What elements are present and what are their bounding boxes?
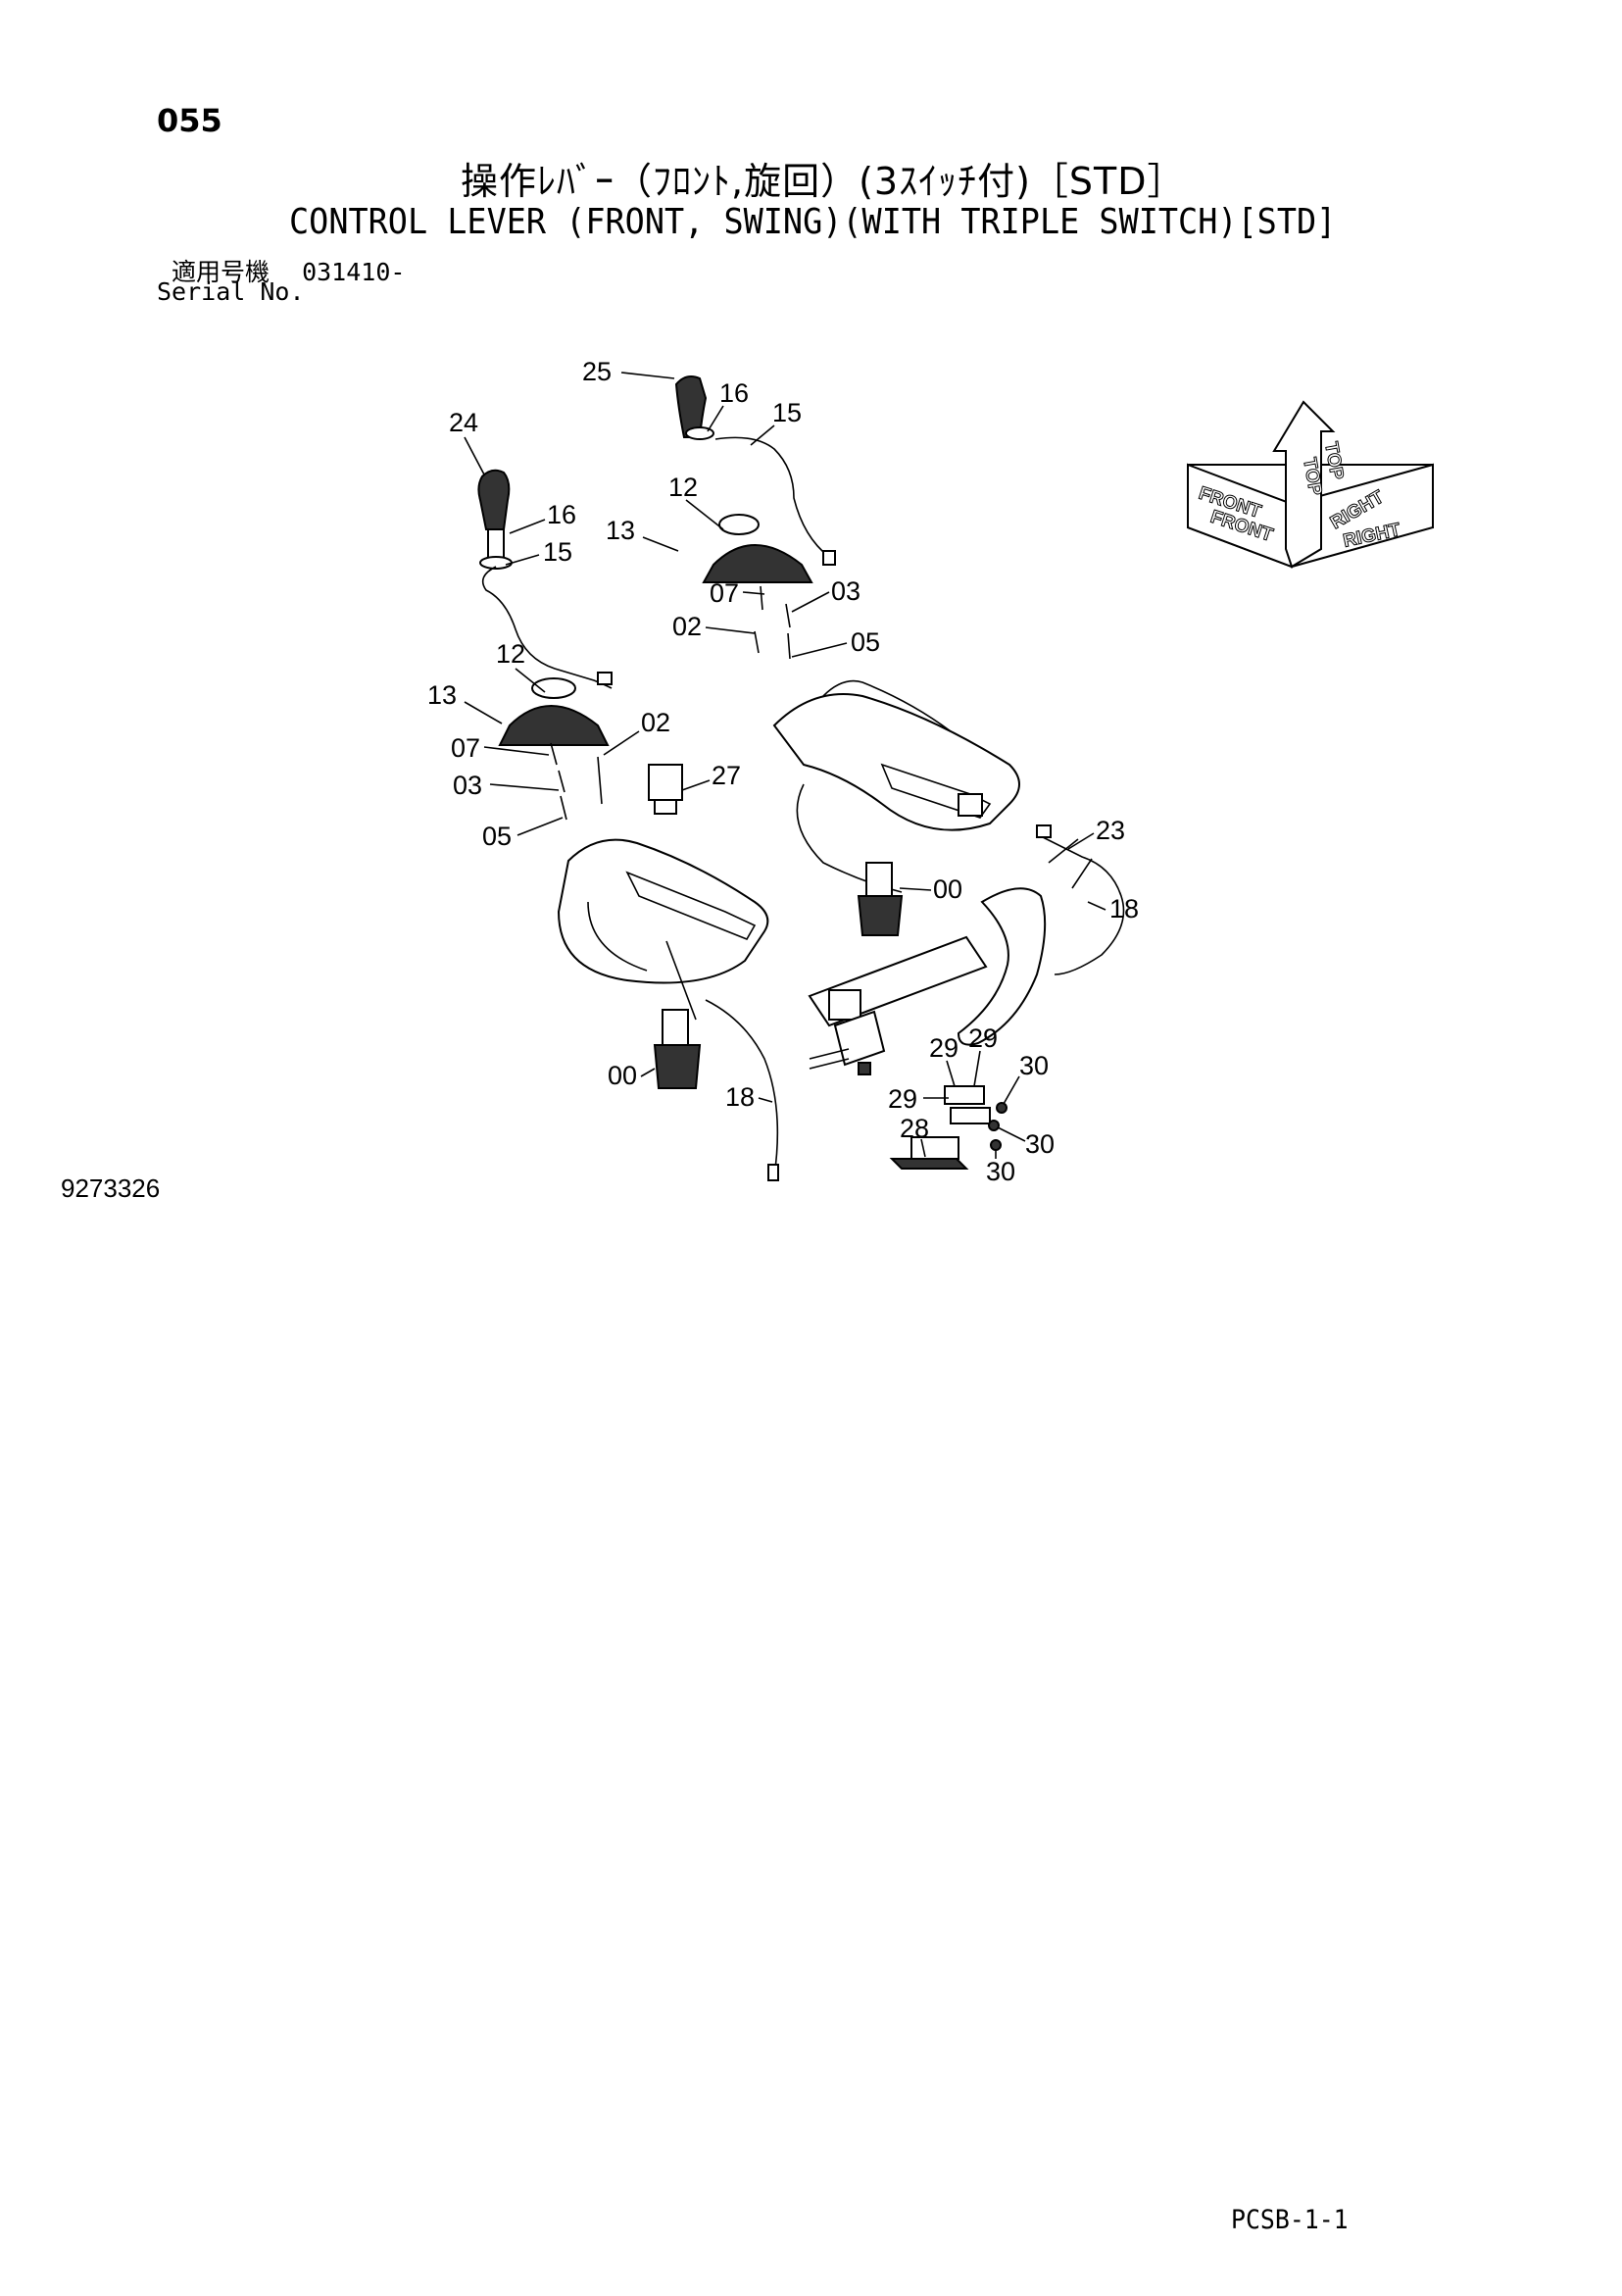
orientation-indicator: FRONT FRONT TOP TOP RIGHT RIGHT [1187,400,1434,569]
left-lever-assembly [477,469,779,1181]
callout-15b: 15 [543,537,572,567]
serial-label-en: Serial No. [157,277,305,306]
callout-13b: 13 [427,680,457,710]
callout-16b: 16 [547,500,576,529]
callout-30a: 30 [1019,1051,1049,1080]
callout-13a: 13 [606,516,635,545]
callout-30c: 30 [986,1157,1015,1186]
serial-label-jp: 適用号機 [172,258,270,286]
title-japanese: 操作ﾚﾊﾞｰ（ﾌﾛﾝﾄ,旋回）(3ｽｲｯﾁ付)［STD］ [461,160,1186,203]
callout-00a: 00 [933,874,962,904]
callout-15a: 15 [772,398,802,427]
callout-29b: 29 [968,1023,998,1053]
callout-25: 25 [582,357,612,386]
callout-02a: 02 [672,612,702,641]
serial-value: 031410- [302,258,406,286]
callout-24: 24 [449,408,478,437]
right-lever-assembly [674,375,1020,936]
callout-00b: 00 [608,1061,637,1090]
callout-16a: 16 [719,378,749,408]
callout-29a: 29 [929,1033,958,1063]
callout-29c: 29 [888,1084,917,1114]
page-number: 055 [157,102,222,139]
pilot-valve-block [808,824,1125,1170]
sheet-code: PCSB-1-1 [1231,2205,1349,2235]
callout-18b: 18 [725,1082,755,1112]
callout-03a: 03 [831,576,860,606]
callout-23: 23 [1096,816,1125,845]
callout-12b: 12 [496,639,525,669]
callout-07a: 07 [710,578,739,608]
callout-18a: 18 [1109,894,1139,923]
exploded-parts-diagram: FRONT FRONT TOP TOP RIGHT RIGHT [427,357,1434,1186]
callout-07b: 07 [451,733,480,763]
drawing-number: 9273326 [61,1173,161,1203]
callout-28: 28 [900,1114,929,1143]
callout-27: 27 [712,761,741,790]
callout-12a: 12 [668,473,698,502]
title-english: CONTROL LEVER (FRONT, SWING)(WITH TRIPLE… [289,202,1337,242]
callout-05b: 05 [482,822,512,851]
callout-30b: 30 [1025,1129,1055,1159]
callout-05a: 05 [851,627,880,657]
callout-labels: 25 16 15 24 12 13 16 15 07 03 02 05 12 1… [427,357,1139,1186]
callout-03b: 03 [453,771,482,800]
callout-02b: 02 [641,708,670,737]
serial-row: 適用号機 031410- [172,253,405,288]
